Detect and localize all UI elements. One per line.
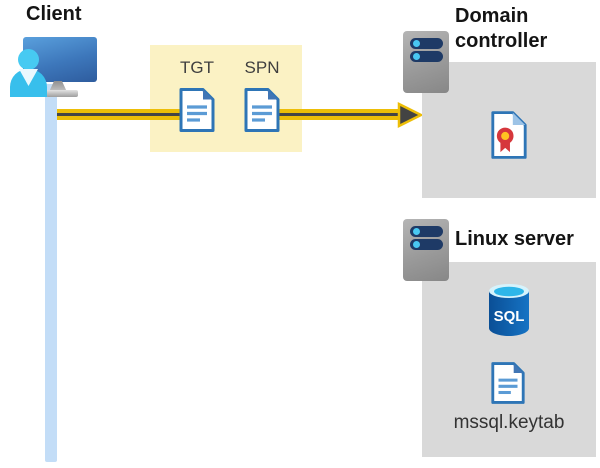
keytab-document-icon [491,362,525,404]
user-icon-head [18,49,39,70]
linux-server-label: Linux server [455,228,574,250]
server-led [413,53,420,60]
arrowhead-icon [397,101,424,129]
domain-controller-label: Domain controller [455,5,548,52]
spn-label: SPN [244,58,280,77]
server-drive-slot [410,226,443,237]
server-led [413,228,420,235]
tgt-label: TGT [180,58,214,77]
sql-database-icon: SQL [489,284,529,336]
client-label: Client [26,3,82,25]
server-led [413,40,420,47]
server-drive-slot [410,239,443,250]
spn-document-icon [244,88,280,132]
tgt-document-icon [179,88,215,132]
arrow-shaft-left [57,109,198,120]
monitor-stand-base [46,90,78,97]
linux-server-icon [403,219,449,281]
sql-icon-label: SQL [494,308,525,325]
arrow-shaft-right [262,109,400,120]
server-led [413,241,420,248]
client-connection-bar [45,84,57,462]
domain-controller-server-icon [403,31,449,93]
server-drive-slot [410,51,443,62]
certificate-icon [491,111,527,159]
keytab-label: mssql.keytab [453,412,565,433]
monitor-stand-neck [49,81,67,92]
server-drive-slot [410,38,443,49]
